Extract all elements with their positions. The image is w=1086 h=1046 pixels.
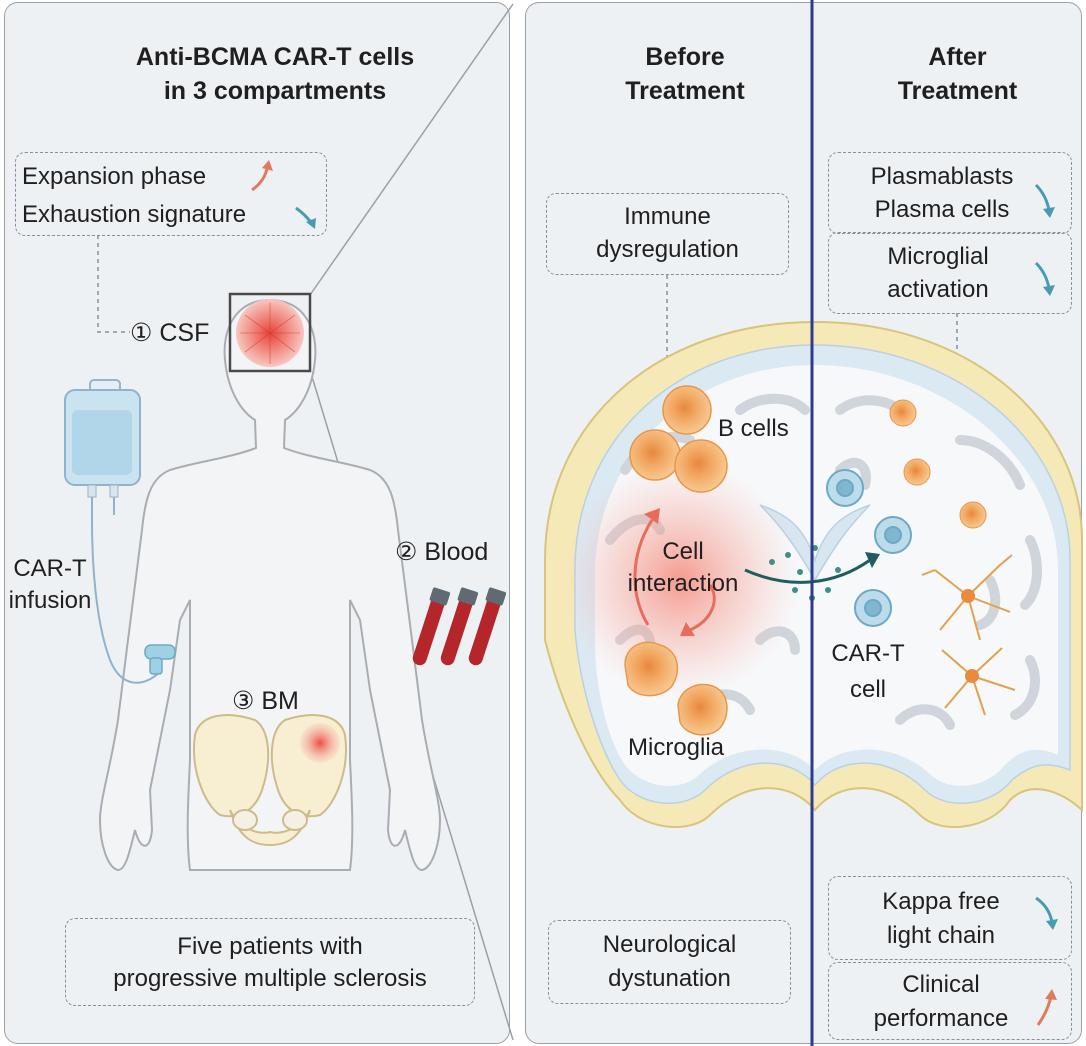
microglial-down-arrow-icon: [1034, 261, 1051, 289]
csf-connector: [97, 235, 130, 333]
inflammation-glow: [560, 460, 800, 700]
iv-bag-icon: [64, 379, 141, 498]
brain-vessels-icon: [240, 303, 300, 364]
blood-tubes-icon: [412, 587, 507, 666]
microglial-activation-box: [828, 232, 1072, 314]
kappa-box: [828, 876, 1072, 960]
after-treatment-title: After Treatment: [897, 43, 1018, 105]
left-title: Anti-BCMA CAR-T cells in 3 compartments: [75, 40, 475, 108]
bone-marrow-spot-icon: [300, 723, 340, 763]
cart-cell-label: CAR-T cell: [831, 640, 905, 703]
cell-interaction-label: Cell interaction: [627, 538, 739, 597]
cell-interaction-arrows-icon: [633, 508, 716, 636]
csf-label: ① CSF: [130, 319, 210, 347]
zoom-line-top: [309, 3, 514, 296]
neurological-label: Neurological dystunation: [602, 931, 737, 992]
left-title-line1: Anti-BCMA CAR-T cells: [135, 43, 415, 71]
plasma-box: [828, 152, 1072, 234]
kappa-down-arrow-icon: [1035, 896, 1054, 923]
patients-label: Five patients with progressive multiple …: [113, 933, 427, 992]
b-cells-label: B cells: [718, 415, 789, 442]
clinical-box: [828, 962, 1072, 1040]
immune-dysregulation-label: Immune dysregulation: [596, 203, 739, 263]
microglia-icon: [624, 641, 728, 736]
plasma-label: Plasmablasts Plasma cells: [870, 163, 1014, 223]
before-treatment-title: Before Treatment: [625, 43, 745, 105]
cart-kinetics-box: [15, 152, 327, 236]
expansion-phase-label: Expansion phase: [22, 163, 207, 190]
cart-infusion-label: CAR-T infusion: [8, 555, 92, 614]
blood-label: ② Blood: [395, 538, 489, 566]
immune-dysregulation-box: [546, 193, 789, 275]
cart-cells-icon: [826, 469, 912, 627]
ramified-microglia-icon: [921, 554, 1016, 716]
plasma-cells-icon: [889, 399, 987, 529]
left-title-line2: in 3 compartments: [163, 77, 387, 105]
patients-box: [65, 918, 475, 1006]
plasma-down-arrow-icon: [1034, 183, 1051, 211]
csf-focus-box: [228, 292, 312, 373]
bm-label: ③ BM: [232, 687, 299, 715]
human-body-icon: [98, 298, 442, 872]
microglia-label: Microglia: [628, 734, 725, 761]
iv-tube: [91, 497, 161, 684]
microglial-activation-label: Microglial activation: [887, 243, 989, 303]
b-cells-icon: [629, 385, 728, 493]
exhaustion-signature-label: Exhaustion signature: [22, 201, 247, 228]
iv-catheter-icon: [144, 644, 176, 675]
kappa-label: Kappa free light chain: [882, 888, 1000, 949]
neurological-box: [548, 920, 791, 1004]
clinical-label: Clinical performance: [873, 971, 1009, 1032]
